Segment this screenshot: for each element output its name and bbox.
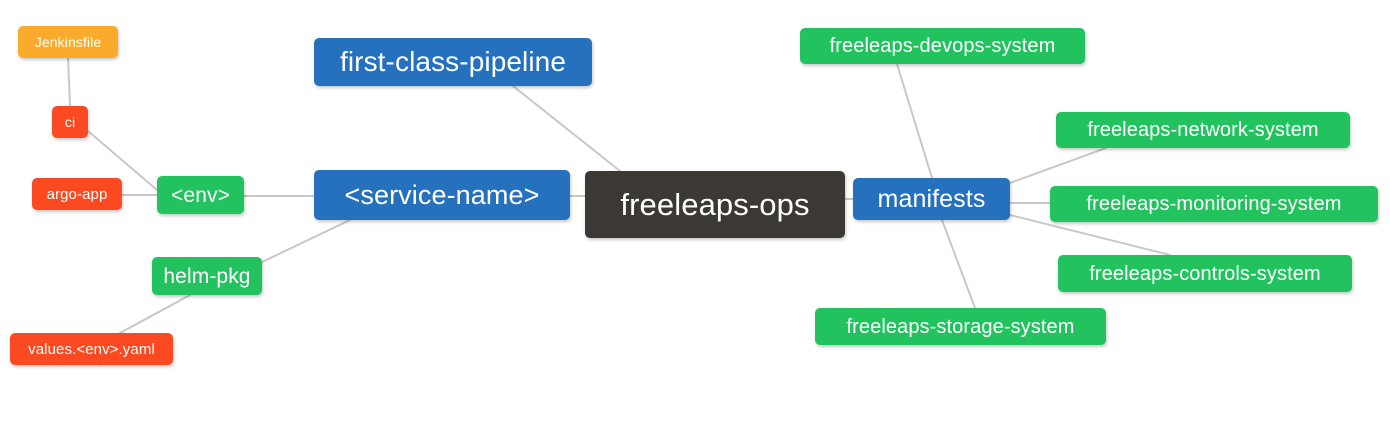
node-label-freeleaps-network-system: freeleaps-network-system [1087, 119, 1319, 141]
node-label-jenkinsfile: Jenkinsfile [34, 34, 102, 50]
edge-freeleaps-devops-system-to-manifests [896, 63, 933, 179]
node-label-service-name: <service-name> [344, 179, 540, 210]
node-manifests[interactable]: manifests [853, 178, 1010, 220]
node-label-manifests: manifests [877, 184, 986, 213]
edge-manifests-to-freeleaps-storage-system [941, 219, 976, 309]
node-freeleaps-ops[interactable]: freeleaps-ops [585, 171, 845, 238]
edge-manifests-to-freeleaps-network-system [1009, 147, 1107, 184]
node-freeleaps-monitoring-system[interactable]: freeleaps-monitoring-system [1050, 186, 1378, 222]
node-values-yaml[interactable]: values.<env>.yaml [10, 333, 173, 365]
node-jenkinsfile[interactable]: Jenkinsfile [18, 26, 118, 58]
node-env[interactable]: <env> [157, 176, 244, 214]
node-label-env: <env> [171, 183, 230, 207]
node-label-freeleaps-controls-system: freeleaps-controls-system [1089, 262, 1321, 285]
node-label-first-class-pipeline: first-class-pipeline [339, 46, 567, 77]
edge-helm-pkg-to-service-name [261, 219, 351, 263]
node-freeleaps-devops-system[interactable]: freeleaps-devops-system [800, 28, 1085, 64]
node-freeleaps-controls-system[interactable]: freeleaps-controls-system [1058, 255, 1352, 292]
node-label-ci: ci [64, 114, 76, 130]
node-label-values-yaml: values.<env>.yaml [28, 340, 155, 358]
edge-first-class-pipeline-to-freeleaps-ops [512, 85, 621, 172]
node-argo-app[interactable]: argo-app [32, 178, 122, 210]
node-label-freeleaps-storage-system: freeleaps-storage-system [846, 315, 1075, 338]
node-freeleaps-network-system[interactable]: freeleaps-network-system [1056, 112, 1350, 148]
node-label-freeleaps-monitoring-system: freeleaps-monitoring-system [1086, 193, 1342, 215]
node-service-name[interactable]: <service-name> [314, 170, 570, 220]
node-label-freeleaps-devops-system: freeleaps-devops-system [829, 35, 1056, 57]
edge-jenkinsfile-to-ci [67, 56, 71, 107]
node-freeleaps-storage-system[interactable]: freeleaps-storage-system [815, 308, 1106, 345]
node-label-helm-pkg: helm-pkg [163, 264, 251, 288]
node-label-argo-app: argo-app [46, 185, 108, 203]
node-first-class-pipeline[interactable]: first-class-pipeline [314, 38, 592, 86]
node-label-freeleaps-ops: freeleaps-ops [620, 187, 810, 222]
node-helm-pkg[interactable]: helm-pkg [152, 257, 262, 295]
edge-values-yaml-to-helm-pkg [119, 294, 191, 334]
node-ci[interactable]: ci [52, 106, 88, 138]
